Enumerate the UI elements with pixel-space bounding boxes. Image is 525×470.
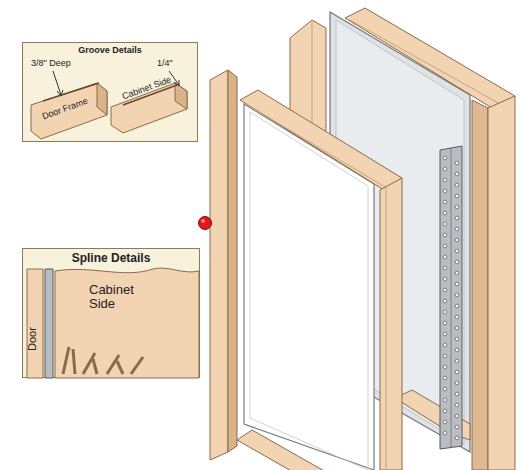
hinge-hole [455, 183, 459, 187]
spline [45, 269, 53, 378]
hinge-hole [443, 222, 447, 226]
hinge-hole [443, 431, 447, 435]
hinge-hole [455, 436, 459, 440]
hinge-hole [455, 315, 459, 319]
hinge-hole [455, 238, 459, 242]
hinge-hole [443, 387, 447, 391]
part-label: Cabinet Side [89, 283, 151, 310]
hinge-hole [455, 359, 459, 363]
door-bottom-rail [237, 430, 372, 470]
door-stile-groove [228, 70, 237, 452]
knob-highlight [201, 219, 205, 223]
spline-strip [63, 347, 69, 374]
hinge-hole [455, 348, 459, 352]
rail-edge [350, 20, 500, 104]
hinge-hole [455, 194, 459, 198]
cabinet-top-rail [345, 8, 515, 108]
cabinet-side [488, 96, 515, 470]
hinge-hole [443, 277, 447, 281]
hinge-hole [455, 403, 459, 407]
door-top-rail [240, 90, 402, 190]
hinge-hole [443, 200, 447, 204]
cabinet-side-piece [55, 268, 199, 378]
part-label: Door [27, 327, 39, 351]
hinge-hole [443, 244, 447, 248]
hinge-hole [443, 211, 447, 215]
hinge-knuckle [451, 148, 452, 448]
hinge-hole [455, 249, 459, 253]
spline-strip [117, 361, 123, 374]
piece-end [97, 83, 107, 115]
hinge-hole [443, 321, 447, 325]
hinge-hole [443, 288, 447, 292]
hinge-hole [443, 178, 447, 182]
door-frame-piece [31, 83, 107, 139]
hinge-holes [443, 156, 459, 440]
hinge-hole [455, 260, 459, 264]
hinge-hole [443, 299, 447, 303]
groove-line [43, 83, 99, 101]
hinge-hole [455, 161, 459, 165]
groove-illustration [23, 43, 199, 143]
hinge-hole [455, 172, 459, 176]
hinge-hole [443, 332, 447, 336]
hinge-hole [455, 227, 459, 231]
spline-illustration [23, 249, 201, 379]
inset-heading: Spline Details [23, 249, 199, 265]
hinge-hole [443, 310, 447, 314]
hinge-hole [455, 282, 459, 286]
hinge-hole [455, 370, 459, 374]
rail-groove [246, 104, 390, 190]
leader-arrow [174, 80, 179, 86]
hinge-hole [443, 266, 447, 270]
hinge-hole [443, 376, 447, 380]
hinge-hole [443, 343, 447, 347]
hinge-hole [443, 167, 447, 171]
hinge-hole [455, 271, 459, 275]
hinge-hole [455, 205, 459, 209]
piano-hinge [440, 146, 462, 449]
hinge-hole [455, 425, 459, 429]
spline-strip [93, 359, 97, 374]
part-label: 1/4" [157, 59, 173, 68]
hinge-hole [443, 365, 447, 369]
hinge-hole [443, 189, 447, 193]
door-stile [210, 70, 228, 460]
detail-inset: Groove Details3/8" Deep1/4"Door FrameCab… [22, 42, 198, 142]
door-knob [199, 217, 212, 230]
piece-end [175, 83, 187, 109]
spline-strip [73, 349, 75, 374]
detail-inset: Spline DetailsDoor Cabinet Side [22, 248, 200, 378]
hinge-hole [443, 409, 447, 413]
hinge-hole [443, 233, 447, 237]
hinge-hole [455, 337, 459, 341]
hinge-hole [455, 304, 459, 308]
spline-strip [131, 357, 143, 374]
hinge-hole [443, 156, 447, 160]
hinge-hole [443, 398, 447, 402]
inset-heading: Groove Details [23, 43, 197, 55]
stile-groove [386, 188, 387, 470]
cabinet-side-edge [472, 100, 488, 470]
hinge-hole [455, 326, 459, 330]
hinge-hole [455, 216, 459, 220]
hinge-hole [455, 381, 459, 385]
leader-arrow [57, 90, 63, 96]
part-label: 3/8" Deep [31, 59, 71, 68]
hinge-hole [455, 293, 459, 297]
hinge-hole [443, 420, 447, 424]
hinge-hole [443, 354, 447, 358]
door-right-stile [380, 178, 402, 470]
door-strip [27, 269, 43, 378]
hinge-hole [455, 392, 459, 396]
hinge-hole [443, 255, 447, 259]
hinge-hole [455, 414, 459, 418]
